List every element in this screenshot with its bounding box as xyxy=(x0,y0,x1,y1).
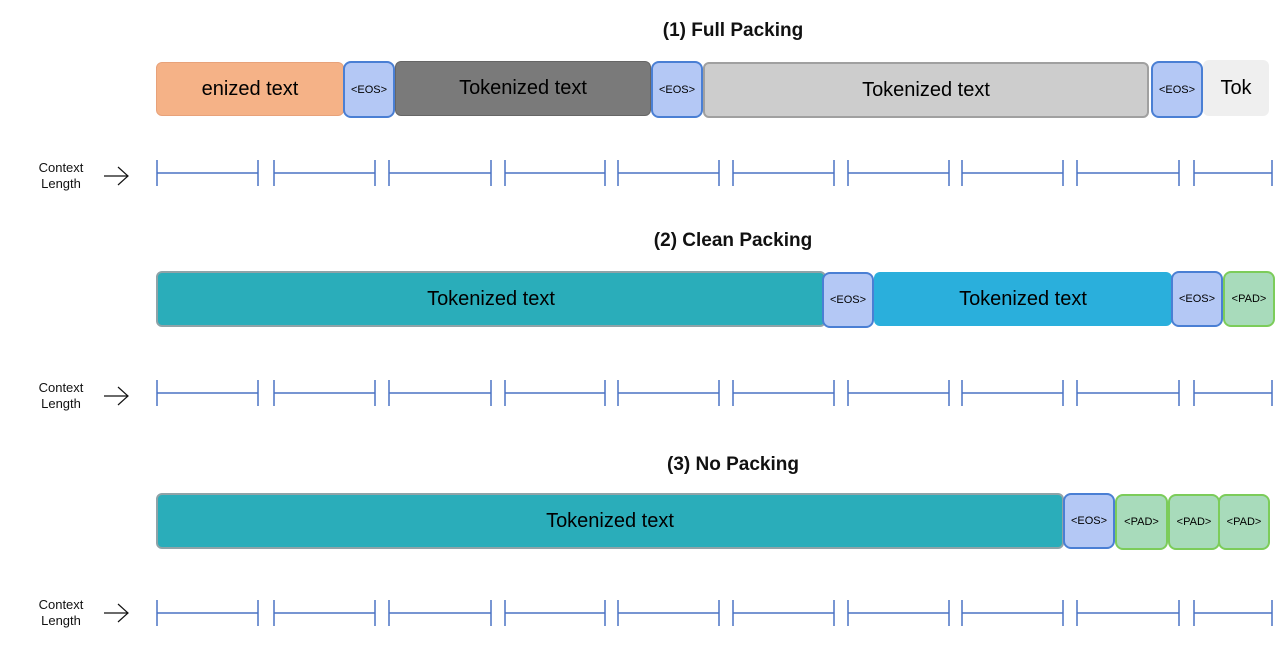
token-block-text: Tokenized text xyxy=(156,493,1064,549)
arrow-right-icon xyxy=(104,603,129,623)
eos-token: <EOS> xyxy=(651,61,703,118)
section-title: (3) No Packing xyxy=(667,454,799,475)
context-length-ruler xyxy=(156,380,1273,406)
pad-token: <PAD> xyxy=(1218,494,1270,550)
section-title: (1) Full Packing xyxy=(662,20,804,41)
token-sequence-row: enized text <EOS> Tokenized text <EOS> T… xyxy=(0,60,1278,120)
token-block-text: enized text xyxy=(156,62,344,116)
token-block-text: Tok xyxy=(1203,60,1269,116)
context-length-ruler xyxy=(156,160,1273,186)
token-block-text: Tokenized text xyxy=(703,62,1149,118)
eos-token: <EOS> xyxy=(822,272,874,328)
token-sequence-row: Tokenized text <EOS> Tokenized text <EOS… xyxy=(0,270,1278,330)
arrow-right-icon xyxy=(104,166,129,186)
section-title: (2) Clean Packing xyxy=(653,230,813,251)
token-sequence-row: Tokenized text <EOS> <PAD> <PAD> <PAD> xyxy=(0,492,1278,552)
context-length-label: Context Length xyxy=(38,597,84,628)
pad-token: <PAD> xyxy=(1115,494,1168,550)
context-length-label: Context Length xyxy=(38,380,84,411)
eos-token: <EOS> xyxy=(1063,493,1115,549)
token-block-text: Tokenized text xyxy=(156,271,826,327)
token-block-text: Tokenized text xyxy=(874,272,1172,326)
pad-token: <PAD> xyxy=(1168,494,1220,550)
pad-token: <PAD> xyxy=(1223,271,1275,327)
context-length-label: Context Length xyxy=(38,160,84,191)
token-block-text: Tokenized text xyxy=(395,61,651,116)
context-length-ruler xyxy=(156,600,1273,626)
eos-token: <EOS> xyxy=(1151,61,1203,118)
eos-token: <EOS> xyxy=(1171,271,1223,327)
eos-token: <EOS> xyxy=(343,61,395,118)
arrow-right-icon xyxy=(104,386,129,406)
